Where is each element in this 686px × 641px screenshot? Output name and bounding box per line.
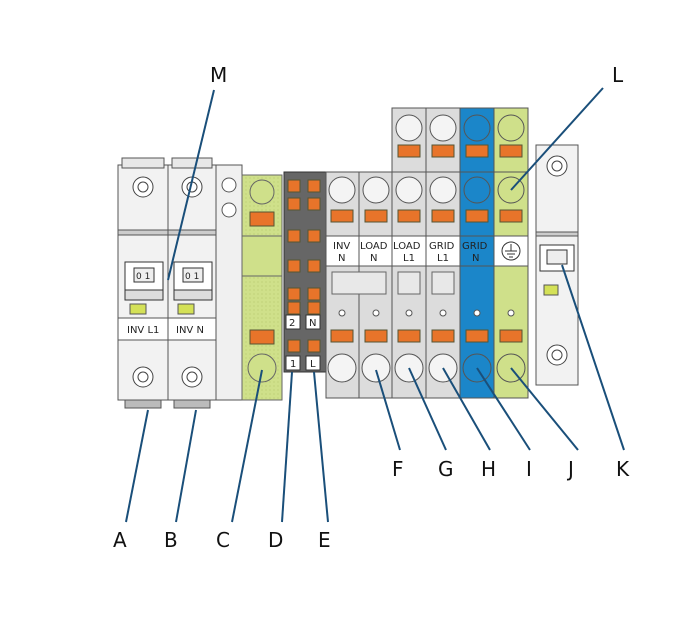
label-load-l1-top: LOAD xyxy=(393,241,421,252)
callout-J: J xyxy=(566,457,574,481)
label-grid-l1-bottom: L1 xyxy=(437,253,449,264)
callout-E: E xyxy=(318,528,331,552)
label-load-n-top: LOAD xyxy=(360,241,388,252)
label-inv-n-top: INV xyxy=(333,241,350,252)
label-load-l1-bottom: L1 xyxy=(403,253,415,264)
callout-H: H xyxy=(481,457,496,481)
terminal-small-block: 2 N 1 L xyxy=(283,171,327,373)
label-load-n-bottom: N xyxy=(370,253,377,264)
callout-D: D xyxy=(268,528,283,552)
callout-K: K xyxy=(616,457,630,481)
label-inv-n-bottom: N xyxy=(338,253,345,264)
spacer-module xyxy=(215,164,243,401)
breaker-left-switch-text: 0 1 xyxy=(136,272,150,282)
breaker-inv-n: 0 1 INV N xyxy=(167,157,217,409)
label-grid-l1-top: GRID xyxy=(429,241,455,252)
callout-B: B xyxy=(164,528,178,552)
small-block-label-L: L xyxy=(310,359,316,370)
callout-F: F xyxy=(392,457,404,481)
breaker-right-switch-text: 0 1 xyxy=(185,272,199,282)
callout-G: G xyxy=(438,457,454,481)
callout-L: L xyxy=(612,63,624,87)
breaker-right-label: INV N xyxy=(176,325,204,336)
callout-lines xyxy=(125,87,625,523)
terminal-row-main: INV N LOAD N LOAD L1 GRID L1 GRID N xyxy=(325,107,529,399)
breaker-inv-l1: 0 1 INV L1 xyxy=(117,157,169,409)
earth-symbol-icon xyxy=(501,241,521,261)
small-block-label-1: 1 xyxy=(290,359,296,370)
callout-M: M xyxy=(210,63,227,87)
small-block-label-2: 2 xyxy=(289,318,295,329)
breaker-left-label: INV L1 xyxy=(127,325,159,336)
small-block-label-N: N xyxy=(309,318,316,329)
label-grid-n-bottom: N xyxy=(472,253,479,264)
callout-I: I xyxy=(526,457,532,481)
callout-C: C xyxy=(216,528,230,552)
terminal-pe-c xyxy=(241,174,283,401)
breaker-k xyxy=(535,144,579,386)
callout-A: A xyxy=(113,528,127,552)
label-grid-n-top: GRID xyxy=(462,241,488,252)
